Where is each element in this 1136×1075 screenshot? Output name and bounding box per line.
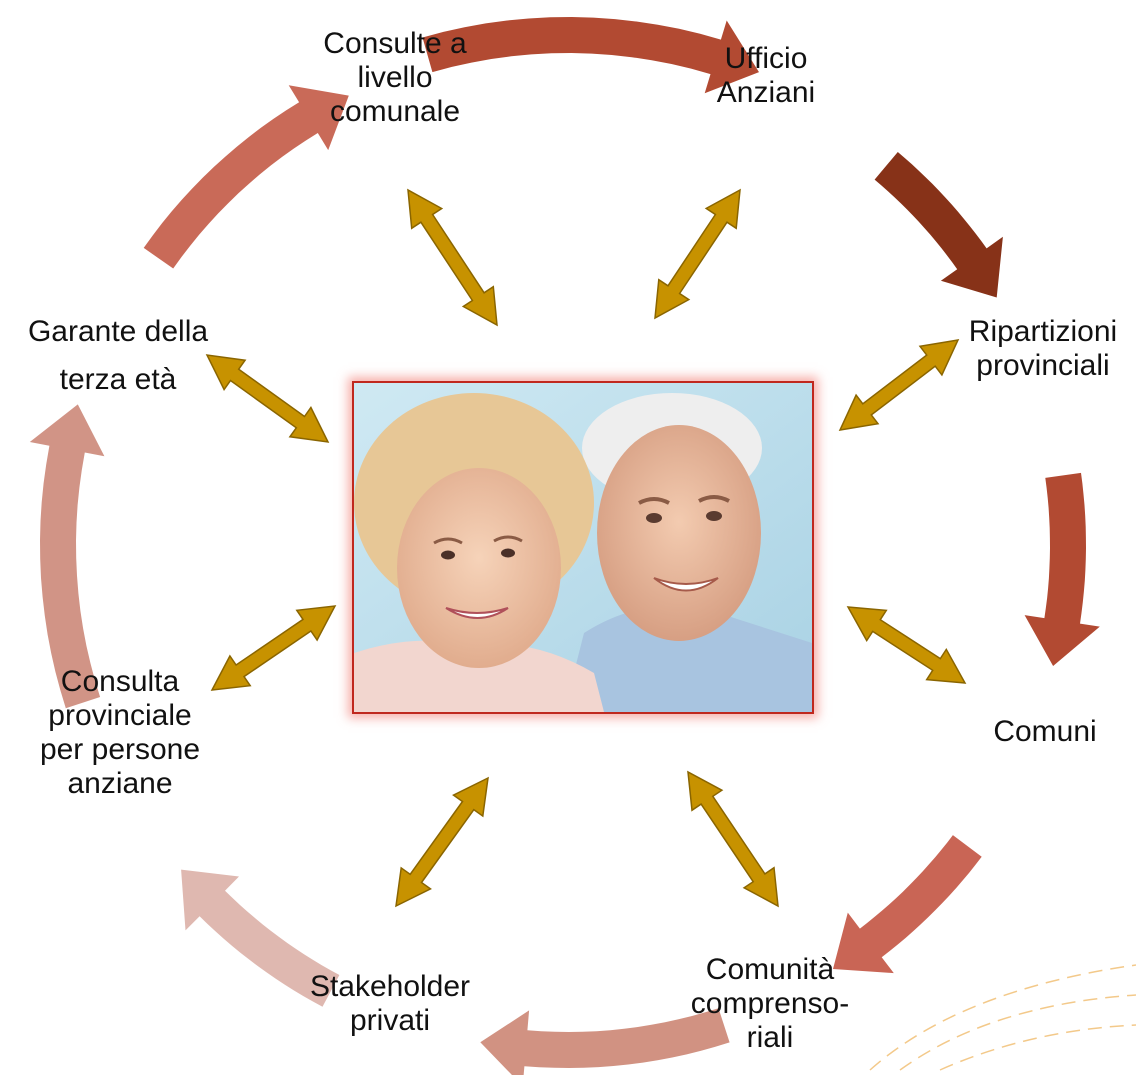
double-arrow-3 — [838, 339, 960, 431]
cycle-arrow-6 — [181, 869, 340, 1007]
double-arrow-7 — [210, 605, 337, 691]
cycle-arrow-7 — [29, 404, 105, 709]
cycle-arrow-3 — [1024, 472, 1100, 666]
double-arrow-4 — [846, 606, 967, 684]
cycle-arrows — [29, 17, 1100, 1075]
double-arrows — [205, 188, 967, 908]
double-arrow-1 — [407, 188, 498, 327]
double-arrow-5 — [687, 770, 779, 908]
node-comuni: Comuni — [993, 715, 1097, 748]
double-arrow-6 — [395, 776, 489, 908]
center-photo — [352, 381, 814, 714]
cycle-arrow-1 — [422, 17, 759, 94]
double-arrow-8 — [205, 354, 330, 443]
cycle-arrow-4 — [833, 835, 982, 974]
cycle-arrow-2 — [874, 152, 1003, 298]
elderly-couple-illustration — [354, 383, 812, 712]
cycle-arrow-8 — [143, 85, 349, 269]
cycle-arrow-5 — [480, 1008, 730, 1075]
double-arrow-2 — [654, 188, 741, 320]
decorative-dashed-lines — [869, 964, 1136, 1071]
